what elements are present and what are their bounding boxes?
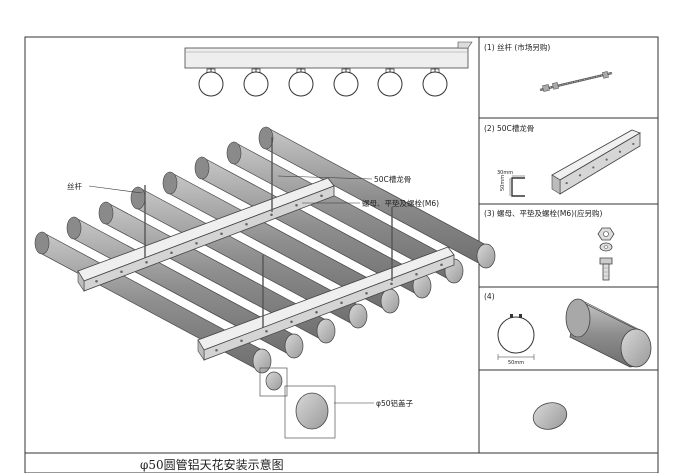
- rail-hole: [390, 282, 393, 286]
- leader-lines: [88, 175, 374, 404]
- rail-hole: [220, 232, 223, 236]
- top-tube: [198, 71, 224, 97]
- rail-hole: [95, 279, 98, 283]
- panel-3-caption: (3) 螺母、平垫及螺栓(M6)(应另购): [484, 209, 603, 218]
- channel-rail-upper: [77, 177, 335, 292]
- panel-4-dim: 50mm: [508, 360, 525, 366]
- rail-bolt-holes: [95, 194, 443, 352]
- rail-hole: [295, 203, 298, 207]
- rail-hole: [245, 222, 248, 226]
- fastener-detail: [597, 227, 615, 281]
- aluminum-cap: [295, 392, 329, 430]
- rail-hole: [415, 272, 418, 276]
- label-channel: 50C槽龙骨: [374, 175, 412, 184]
- tube-front-end: [316, 318, 336, 344]
- tube-back-end: [130, 186, 146, 210]
- panel-2-dim-width: 30mm: [497, 170, 514, 176]
- cap-render: [532, 402, 568, 430]
- channel-hole: [578, 174, 582, 177]
- rail-hole: [290, 320, 293, 324]
- rail-hole: [340, 301, 343, 305]
- tube-front-end: [476, 243, 496, 269]
- panel-1-caption: (1) 丝杆 (市场另购): [484, 43, 551, 52]
- top-tube: [377, 71, 403, 97]
- channel-rail-lower: [197, 246, 455, 361]
- rail-hole: [315, 310, 318, 314]
- top-hanger-bar: [184, 41, 473, 69]
- tube-front-end: [380, 288, 400, 314]
- rail-hole: [145, 260, 148, 264]
- rail-hole: [170, 251, 173, 255]
- rail-hole: [120, 270, 123, 274]
- cap-detail-source: [259, 367, 288, 397]
- rail-hole: [265, 329, 268, 333]
- cap-detail-box: [284, 385, 336, 439]
- top-tube: [243, 71, 269, 97]
- rail-hole: [440, 263, 443, 267]
- rail-hole: [240, 339, 243, 343]
- tube-back-end: [34, 231, 50, 255]
- tube-back-end: [226, 141, 242, 165]
- panel-2-dim-height: 50mm: [500, 174, 506, 191]
- top-tube: [288, 71, 314, 97]
- rail-hole: [195, 241, 198, 245]
- rail-hole: [320, 194, 323, 198]
- rail-hole: [215, 348, 218, 352]
- label-cap: φ50铝盖子: [376, 399, 413, 408]
- channel-hole: [618, 150, 622, 153]
- drawing-title: φ50圆管铝天花安装示意图: [140, 458, 284, 472]
- tube-section-detail: [497, 314, 535, 360]
- tube-back-end: [66, 216, 82, 240]
- small-cap: [265, 371, 283, 391]
- tube-detail: [565, 298, 652, 368]
- tube-front-end: [348, 303, 368, 329]
- top-tube: [422, 71, 448, 97]
- top-tube-row: [198, 68, 448, 97]
- channel-hole: [632, 142, 635, 146]
- label-threaded-rod: 丝杆: [67, 182, 82, 191]
- tube-back-end: [194, 156, 210, 180]
- rail-hole: [365, 291, 368, 295]
- outer-frame: [24, 36, 659, 473]
- panel-4-caption: (4): [484, 292, 495, 301]
- threaded-rods: [144, 137, 393, 328]
- tube-back-end: [258, 126, 274, 150]
- tube-back-end: [162, 171, 178, 195]
- channel-hole: [605, 158, 608, 161]
- channel-hole: [565, 181, 568, 185]
- tube-front-end: [252, 348, 272, 374]
- top-tube: [333, 71, 359, 97]
- label-fasteners: 螺母、平垫及螺栓(M6): [362, 199, 440, 208]
- rail-hole: [270, 213, 273, 217]
- channel-holes: [565, 142, 635, 185]
- channel-hole: [592, 166, 595, 169]
- c-channel-detail: [509, 129, 641, 197]
- tube-front-end: [284, 333, 304, 359]
- panel-2-caption: (2) 50C槽龙骨: [484, 124, 535, 133]
- tube-back-end: [98, 201, 114, 225]
- threaded-rod-detail: [539, 71, 613, 92]
